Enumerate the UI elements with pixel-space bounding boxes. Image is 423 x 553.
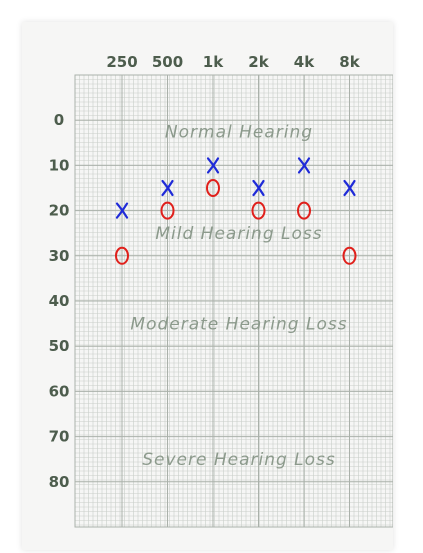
x-marker bbox=[161, 179, 174, 197]
x-tick-label: 8k bbox=[339, 53, 360, 71]
y-tick-label: 30 bbox=[49, 247, 70, 265]
region-label: Mild Hearing Loss bbox=[155, 224, 322, 244]
grid bbox=[74, 74, 393, 528]
region-label: Normal Hearing bbox=[165, 123, 313, 143]
x-marker bbox=[343, 179, 356, 197]
x-marker bbox=[115, 202, 129, 219]
y-tick-label: 0 bbox=[54, 111, 64, 129]
x-marker-stroke bbox=[297, 157, 311, 174]
x-marker-stroke bbox=[115, 202, 129, 219]
x-tick-label: 2k bbox=[248, 53, 269, 71]
x-marker bbox=[206, 157, 220, 174]
y-tick-label: 40 bbox=[49, 292, 70, 310]
x-marker-stroke bbox=[161, 179, 174, 197]
data-marks bbox=[115, 157, 357, 265]
o-marker bbox=[251, 201, 266, 220]
x-tick-label: 1k bbox=[203, 53, 224, 71]
y-tick-label: 80 bbox=[49, 473, 70, 491]
y-tick-label: 10 bbox=[49, 156, 70, 174]
region-label: Severe Hearing Loss bbox=[142, 450, 336, 470]
o-marker bbox=[160, 201, 175, 220]
x-marker-stroke bbox=[343, 179, 356, 197]
x-marker bbox=[252, 179, 265, 197]
region-label: Moderate Hearing Loss bbox=[130, 315, 347, 335]
x-tick-label: 250 bbox=[106, 53, 137, 71]
plot-frame bbox=[74, 74, 393, 528]
o-marker bbox=[115, 246, 129, 265]
x-marker-stroke bbox=[252, 179, 265, 197]
y-tick-label: 50 bbox=[49, 337, 70, 355]
o-marker bbox=[342, 246, 357, 265]
x-marker-stroke bbox=[206, 157, 220, 174]
o-marker bbox=[206, 179, 220, 197]
x-tick-label: 500 bbox=[152, 53, 183, 71]
x-tick-label: 4k bbox=[294, 53, 315, 71]
x-tick-labels: 250 500 1k 2k 4k 8k bbox=[106, 53, 360, 71]
o-marker bbox=[297, 201, 311, 220]
y-tick-label: 70 bbox=[49, 428, 70, 446]
x-marker bbox=[297, 157, 311, 174]
y-tick-label: 20 bbox=[49, 202, 70, 220]
y-tick-labels: 0 10 20 30 40 50 60 70 80 bbox=[49, 111, 70, 491]
y-tick-label: 60 bbox=[49, 382, 70, 400]
